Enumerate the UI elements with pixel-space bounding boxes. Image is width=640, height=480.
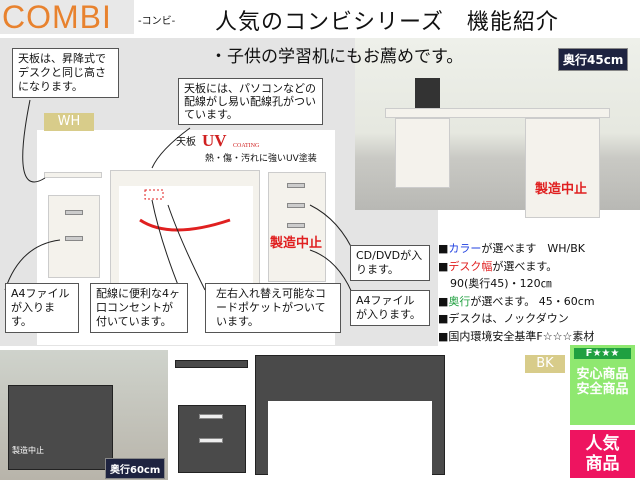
depth-badge: 奥行45cm bbox=[558, 48, 629, 71]
callout-cord-pocket: 左右入れ替え可能なコードポケットがついています。 bbox=[205, 283, 341, 333]
page-title: 人気のコンビシリーズ 機能紹介 bbox=[215, 10, 559, 35]
black-wagon-top bbox=[175, 360, 248, 368]
callout-a4-left: A4ファイルが入ります。 bbox=[5, 283, 79, 333]
wagon-top bbox=[44, 172, 102, 178]
depth-badge: 奥行60cm bbox=[105, 458, 166, 479]
uv-description: 熱・傷・汚れに強いUV塗装 bbox=[205, 154, 317, 164]
spec-item: 90(奥行45)・120㎝ bbox=[450, 277, 552, 290]
room-photo-black: 製造中止 奥行60cm bbox=[0, 350, 168, 480]
discontinued-label: 製造中止 bbox=[535, 182, 588, 197]
callout-cd-dvd: CD/DVDが入ります。 bbox=[350, 245, 430, 281]
spec-item: ■カラーが選べます WH/BK bbox=[438, 242, 586, 255]
spec-item: ■国内環境安全基準F☆☆☆素材 bbox=[438, 329, 595, 343]
black-wagon bbox=[178, 405, 246, 473]
callout-wiring-hole: 天板には、パソコンなどの配線がし易い配線孔がついています。 bbox=[178, 78, 323, 125]
color-label-bk: BK bbox=[525, 355, 565, 373]
callout-outlet: 配線に便利な4ヶ口コンセントが付いています。 bbox=[90, 283, 188, 333]
callout-a4-right: A4ファイルが入ります。 bbox=[350, 290, 430, 326]
uv-logo: UV bbox=[202, 131, 227, 150]
popular-badge: 人気商品 bbox=[570, 430, 635, 478]
chest bbox=[268, 172, 326, 282]
subtitle: ・子供の学習机にもお薦めです。 bbox=[210, 47, 464, 67]
spec-item: ■デスク幅が選べます。 bbox=[438, 259, 558, 273]
color-label-wh: WH bbox=[44, 113, 94, 131]
safety-badge: F★★★ 安心商品 安全商品 bbox=[570, 345, 635, 425]
wagon bbox=[48, 195, 100, 278]
desk bbox=[110, 170, 260, 286]
spec-item: ■デスクは、ノックダウン bbox=[438, 312, 569, 325]
logo-subtitle: -コンビ- bbox=[138, 16, 176, 27]
spec-item: ■奥行が選べます。 45・60cm bbox=[438, 294, 595, 308]
coating-label: COATING bbox=[233, 143, 260, 149]
spec-list: ■カラーが選べます WH/BK ■デスク幅が選べます。 90(奥行45)・120… bbox=[438, 240, 640, 345]
top-label: 天板 bbox=[176, 137, 196, 148]
black-desk bbox=[255, 355, 445, 476]
discontinued-label: 製造中止 bbox=[270, 236, 323, 251]
combi-logo: COMBI bbox=[0, 0, 134, 34]
callout-top-shelf: 天板は、昇降式でデスクと同じ高さになります。 bbox=[12, 48, 119, 98]
discontinued-label: 製造中止 bbox=[12, 446, 44, 455]
